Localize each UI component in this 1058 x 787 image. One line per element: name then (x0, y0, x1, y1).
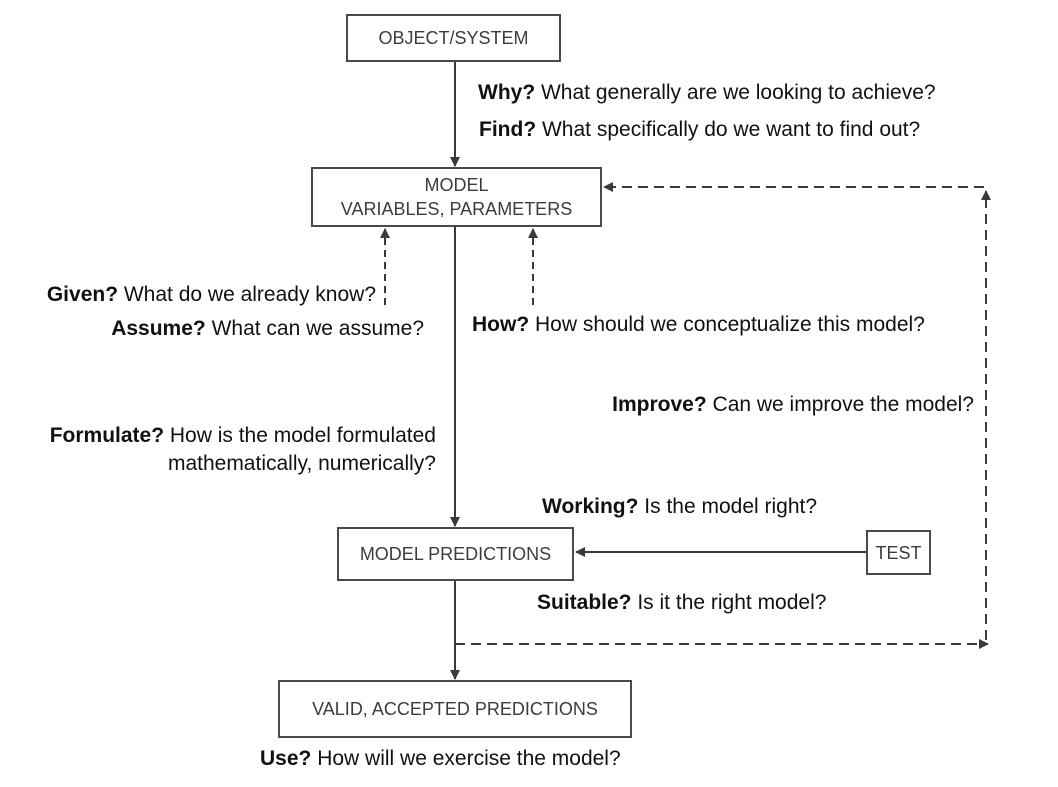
use-keyword: Use? (260, 747, 312, 770)
find-keyword: Find? (479, 118, 537, 141)
assume-keyword: Assume? (111, 317, 206, 340)
valid-predictions-label: VALID, ACCEPTED PREDICTIONS (312, 699, 598, 719)
how-question: How? How should we conceptualize this mo… (472, 311, 925, 339)
formulate-text: How is the model formulated (164, 424, 436, 447)
assume-text: What can we assume? (205, 317, 424, 340)
working-question: Working? Is the model right? (542, 493, 817, 521)
given-keyword: Given? (46, 283, 119, 306)
why-text: What generally are we looking to achieve… (535, 81, 936, 104)
formulate-keyword: Formulate? (49, 424, 165, 447)
find-question: Find? What specifically do we want to fi… (479, 116, 920, 144)
formulate-line-1: Formulate? How is the model formulated (50, 422, 436, 450)
how-text: How should we conceptualize this model? (529, 313, 925, 336)
use-question: Use? How will we exercise the model? (260, 745, 621, 773)
test-box: TEST (866, 530, 931, 575)
why-question: Why? What generally are we looking to ac… (478, 79, 936, 107)
model-label: MODEL (424, 175, 489, 195)
model-predictions-box: MODEL PREDICTIONS (337, 527, 574, 581)
object-system-box: OBJECT/SYSTEM (346, 14, 561, 62)
working-keyword: Working? (542, 495, 639, 518)
model-variables-label: VARIABLES, PARAMETERS (340, 199, 573, 219)
formulate-question: Formulate? How is the model formulated m… (50, 422, 436, 478)
find-text: What specifically do we want to find out… (536, 118, 921, 141)
improve-keyword: Improve? (612, 393, 707, 416)
test-label: TEST (875, 542, 922, 563)
improve-text: Can we improve the model? (706, 393, 974, 416)
formulate-line-2: mathematically, numerically? (167, 452, 436, 475)
why-keyword: Why? (478, 81, 536, 104)
working-text: Is the model right? (638, 495, 818, 518)
given-text: What do we already know? (118, 283, 376, 306)
model-predictions-label: MODEL PREDICTIONS (359, 544, 552, 564)
how-keyword: How? (472, 313, 530, 336)
given-question: Given? What do we already know? (47, 281, 376, 309)
improve-question: Improve? Can we improve the model? (612, 391, 974, 419)
valid-predictions-box: VALID, ACCEPTED PREDICTIONS (278, 680, 632, 738)
suitable-text: Is it the right model? (631, 591, 827, 614)
suitable-question: Suitable? Is it the right model? (537, 589, 826, 617)
assume-question: Assume? What can we assume? (111, 315, 424, 343)
model-box: MODEL VARIABLES, PARAMETERS (311, 167, 602, 227)
use-text: How will we exercise the model? (311, 747, 621, 770)
suitable-keyword: Suitable? (537, 591, 632, 614)
object-system-label: OBJECT/SYSTEM (378, 28, 529, 48)
